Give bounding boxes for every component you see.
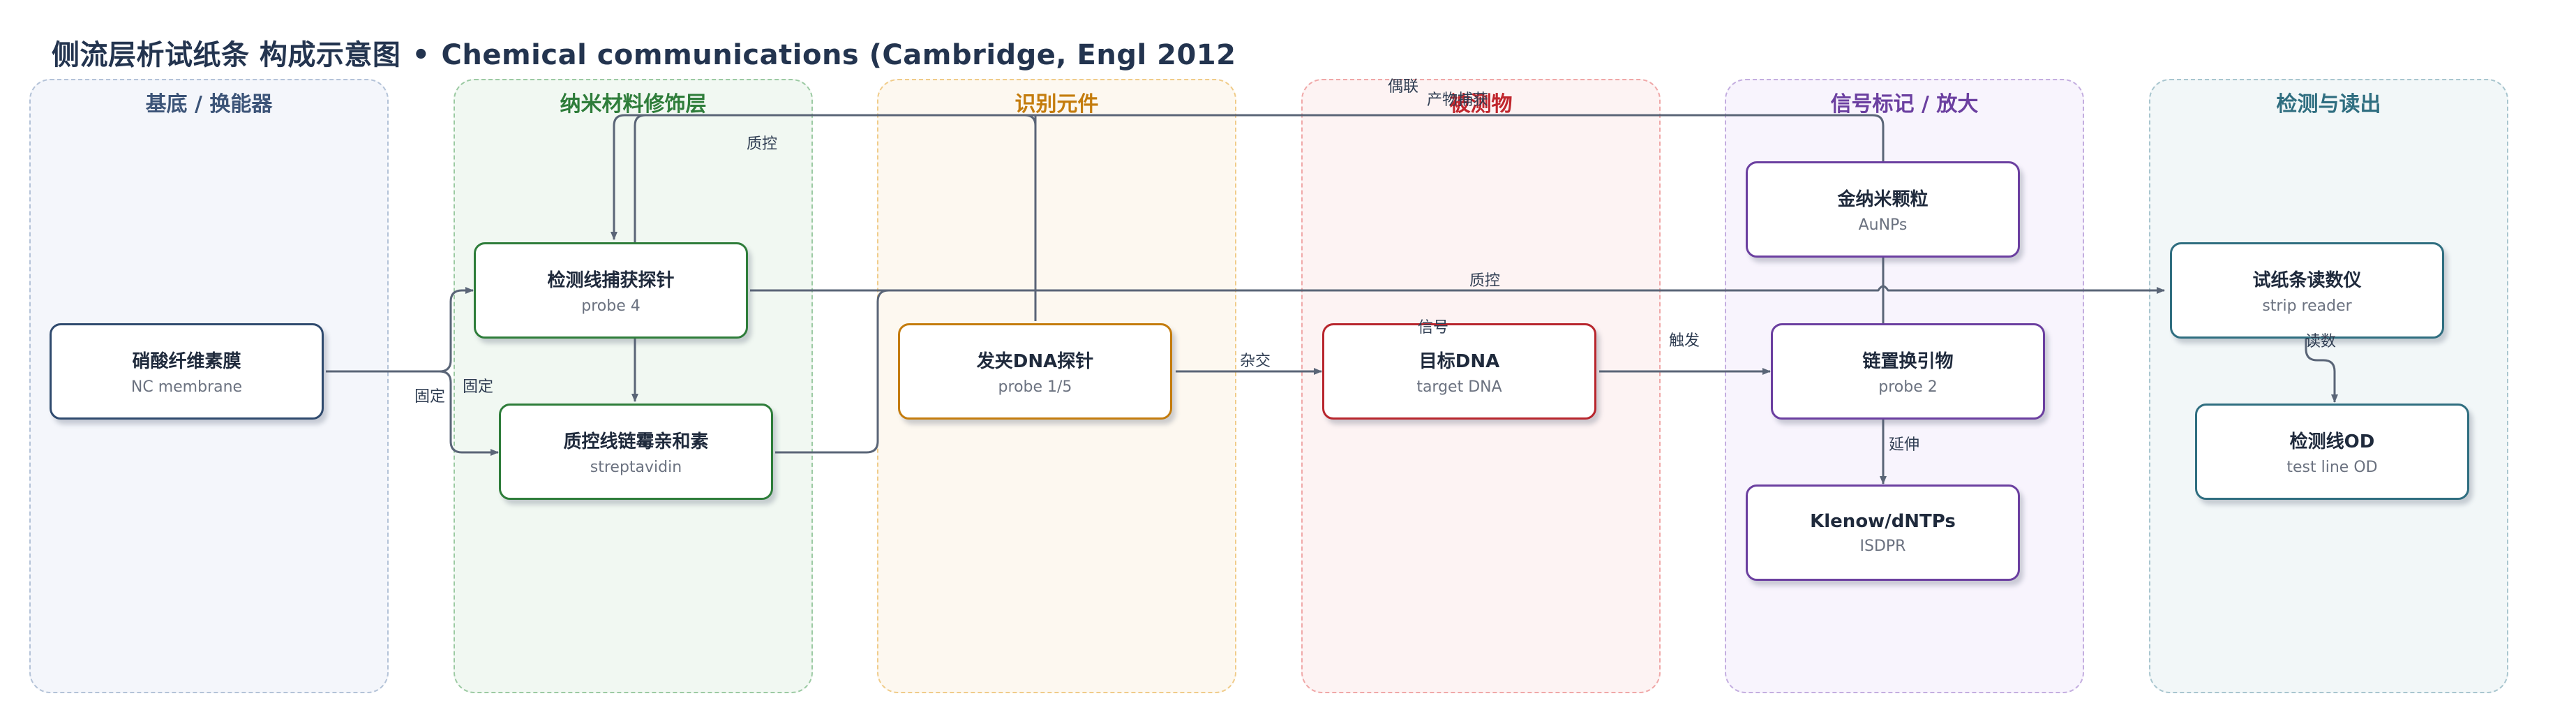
node-hairpin-probe-sub: probe 1/5 (998, 378, 1072, 396)
title-main: 侧流层析试纸条 构成示意图 (52, 39, 401, 71)
lane-title-signal: 信号标记 / 放大 (1830, 92, 1979, 117)
edge-nc-strep (326, 370, 499, 456)
lane-title-substrate: 基底 / 换能器 (145, 92, 273, 117)
node-sdp-primer-sub: probe 2 (1878, 378, 1938, 396)
node-klenow-sub: ISDPR (1859, 537, 1906, 555)
node-streptavidin-name: 质控线链霉亲和素 (563, 431, 709, 452)
node-test-line-od: 检测线OD test line OD (2195, 404, 2469, 500)
edge-label-qc-mid: 质控 (1469, 272, 1501, 290)
node-aunps: 金纳米颗粒 AuNPs (1746, 161, 2020, 258)
node-sdp-primer-name: 链置换引物 (1862, 351, 1954, 372)
node-aunps-name: 金纳米颗粒 (1837, 189, 1929, 210)
edge-label-read: 读数 (2305, 333, 2337, 350)
lane-title-analyte: 被测物 (1449, 92, 1513, 117)
edge-label-hybrid: 杂交 (1240, 353, 1271, 370)
edge-bus-klenow (1035, 114, 1887, 484)
node-nc-membrane: 硝酸纤维素膜 NC membrane (50, 323, 324, 420)
edge-label-signal: 信号 (1418, 319, 1449, 336)
edge-strep-reader (775, 289, 890, 454)
node-strip-reader-sub: strip reader (2262, 297, 2352, 315)
node-nc-membrane-sub: NC membrane (130, 378, 243, 396)
node-target-dna-name: 目标DNA (1418, 351, 1500, 372)
node-target-dna: 目标DNA target DNA (1322, 323, 1596, 420)
lane-detect (2149, 79, 2508, 693)
node-test-line-od-name: 检测线OD (2289, 431, 2375, 452)
node-strip-reader: 试纸条读数仪 strip reader (2170, 242, 2444, 339)
edge-hairpin-strep (635, 114, 1037, 401)
edge-label-couple: 偶联 (1388, 78, 1419, 96)
node-aunps-sub: AuNPs (1858, 216, 1908, 234)
edge-label-extend: 延伸 (1889, 436, 1920, 454)
node-streptavidin: 质控线链霉亲和素 streptavidin (499, 404, 773, 500)
node-capture-probe: 检测线捕获探针 probe 4 (474, 242, 748, 339)
edge-label-fix-2: 固定 (463, 378, 494, 396)
edge-nc-capture (326, 287, 474, 373)
node-hairpin-probe: 发夹DNA探针 probe 1/5 (898, 323, 1172, 420)
node-sdp-primer: 链置换引物 probe 2 (1771, 323, 2045, 420)
title-separator: • (412, 39, 430, 71)
node-target-dna-sub: target DNA (1416, 378, 1502, 396)
node-capture-probe-name: 检测线捕获探针 (547, 270, 675, 291)
node-klenow-name: Klenow/dNTPs (1810, 510, 1956, 532)
node-klenow: Klenow/dNTPs ISDPR (1746, 484, 2020, 581)
node-strip-reader-name: 试纸条读数仪 (2252, 270, 2362, 291)
node-nc-membrane-name: 硝酸纤维素膜 (132, 351, 241, 372)
edge-label-fix-1: 固定 (414, 388, 446, 406)
page-title: 侧流层析试纸条 构成示意图 • Chemical communications (C… (52, 32, 1236, 73)
edge-label-trigger: 触发 (1669, 332, 1700, 350)
edge-capture-reader (750, 285, 2165, 294)
edge-label-capture: 产物捕获 (1427, 91, 1489, 109)
node-test-line-od-sub: test line OD (2286, 459, 2378, 476)
node-streptavidin-sub: streptavidin (590, 459, 682, 476)
lane-title-detect: 检测与读出 (2276, 92, 2381, 117)
edge-label-qc-top: 质控 (747, 135, 778, 153)
lane-nano (454, 79, 813, 693)
lane-title-nano: 纳米材料修饰层 (560, 92, 707, 117)
title-source: Chemical communications (Cambridge, Engl… (441, 39, 1236, 71)
node-hairpin-probe-name: 发夹DNA探针 (976, 351, 1094, 372)
node-capture-probe-sub: probe 4 (581, 297, 641, 315)
lane-title-recog: 识别元件 (1014, 92, 1099, 117)
edge-reader-od (2305, 339, 2338, 403)
